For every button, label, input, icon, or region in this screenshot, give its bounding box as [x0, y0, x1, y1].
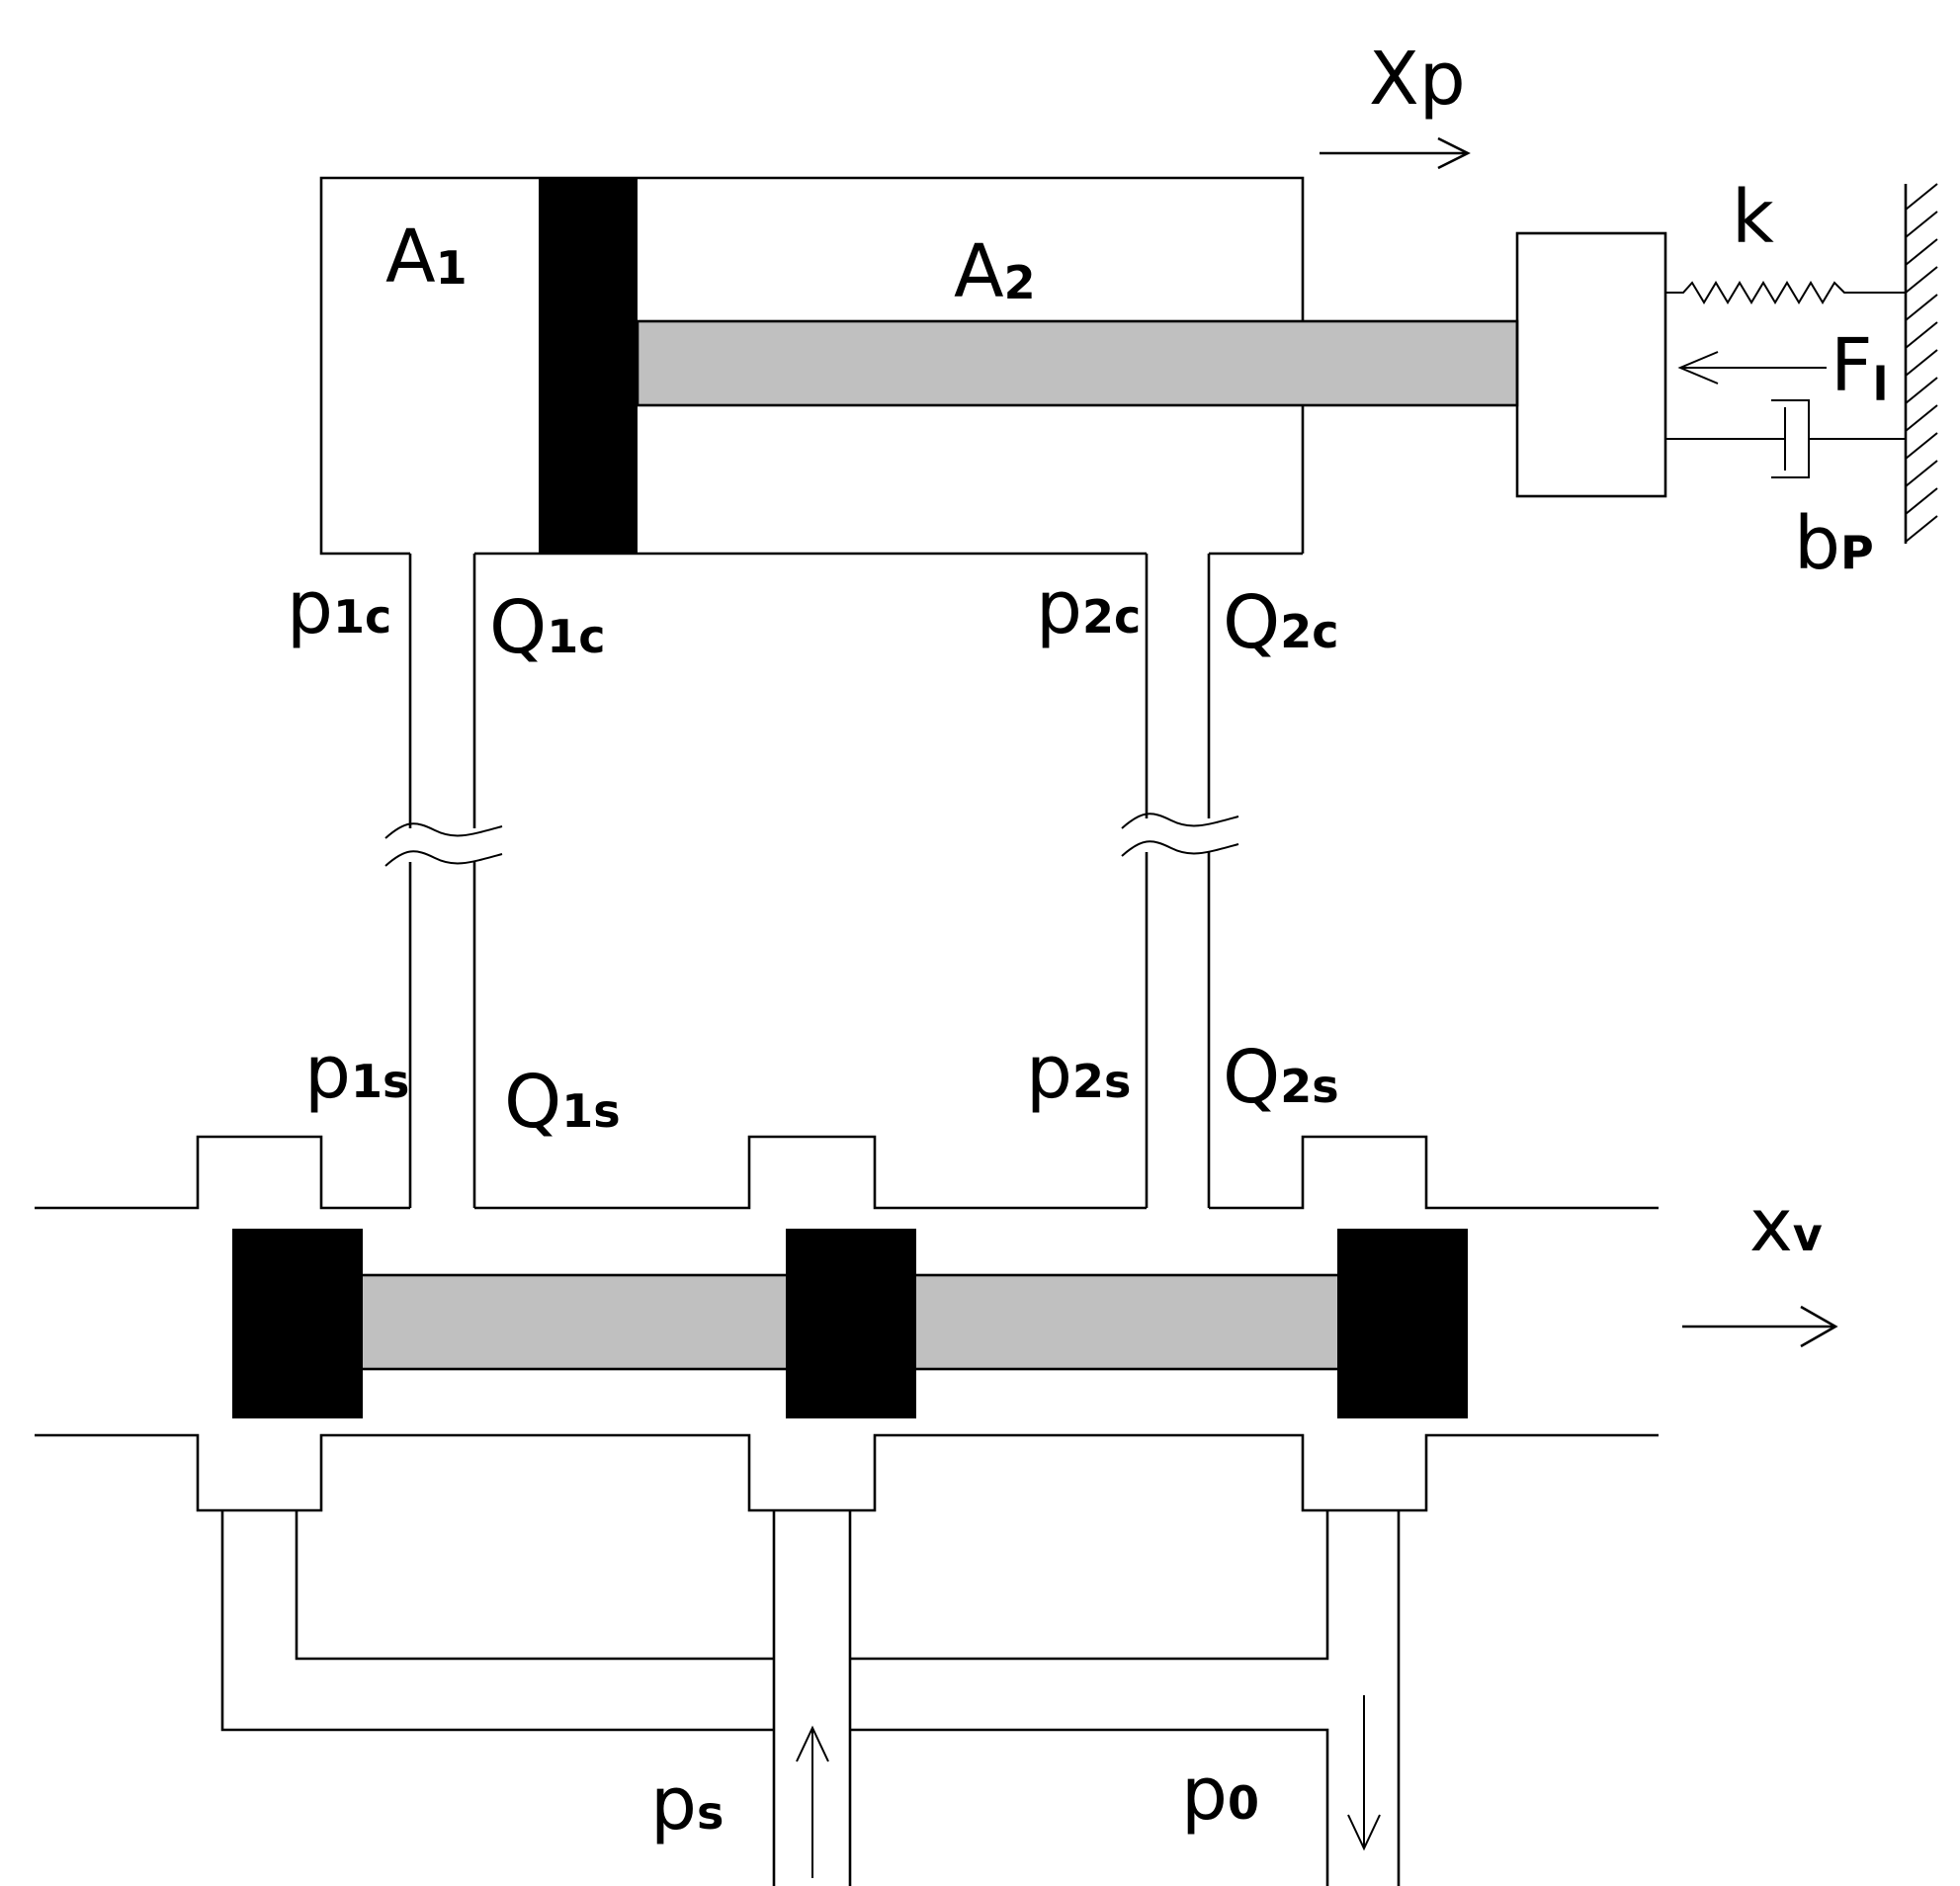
- supply-arrow-head: [796, 1725, 829, 1762]
- right-port-inner: [850, 1510, 1329, 1661]
- spool-land-left: [232, 1229, 363, 1418]
- label-q2s: Q2s: [1223, 1035, 1339, 1120]
- force-arrow-head: [1677, 351, 1719, 385]
- valve-body: [35, 1135, 1659, 1512]
- line-1-break-upper: [384, 822, 503, 839]
- label-a2: A2: [954, 229, 1036, 314]
- label-f1: Fl: [1831, 323, 1888, 411]
- label-p2s: p2s: [1026, 1030, 1131, 1115]
- label-xv: xv: [1749, 1183, 1823, 1268]
- xv-arrow: [1682, 1305, 1838, 1348]
- label-ps: ps: [650, 1761, 724, 1846]
- cylinder-piston: [539, 178, 638, 554]
- label-xp: Xp: [1369, 37, 1466, 122]
- piston-rod: [636, 319, 1519, 407]
- xp-arrow: [1320, 136, 1471, 170]
- label-a1: A1: [385, 214, 468, 300]
- labels: Xp A1 A2 k Fl bP p1c Q1c p2c Q2c p1s: [287, 37, 1888, 1846]
- label-p2c: p2c: [1036, 565, 1141, 650]
- wall-hatching: [1905, 183, 1938, 543]
- line-2-break-lower: [1121, 840, 1239, 857]
- line-1: [384, 554, 503, 1208]
- left-port-outer: [220, 1510, 774, 1732]
- valve-top-wall: [35, 1135, 410, 1210]
- label-p1s: p1s: [304, 1030, 409, 1115]
- valve-top-wall-right: [1209, 1135, 1659, 1210]
- load: [1515, 183, 1938, 544]
- label-q1s: Q1s: [504, 1060, 621, 1145]
- piping: [220, 1510, 1401, 1886]
- right-port-outer: [850, 1728, 1329, 1886]
- spool-land-right: [1337, 1229, 1468, 1418]
- label-q2c: Q2c: [1223, 580, 1339, 665]
- valve-bottom-wall: [35, 1433, 1659, 1512]
- line-2: [1121, 554, 1239, 1208]
- load-mass: [1515, 231, 1667, 498]
- label-bp: bP: [1794, 501, 1874, 586]
- return-arrow-head: [1347, 1814, 1381, 1851]
- label-q1c: Q1c: [489, 585, 606, 670]
- spool-land-middle: [786, 1229, 916, 1418]
- label-p0: p0: [1181, 1752, 1259, 1837]
- left-port-inner: [295, 1510, 774, 1661]
- line-2-break-upper: [1121, 813, 1239, 829]
- label-p1c: p1c: [287, 565, 391, 650]
- line-1-break-lower: [384, 850, 503, 867]
- cylinder-body: [319, 176, 1305, 556]
- label-k: k: [1732, 175, 1774, 260]
- cylinder: [319, 176, 1519, 556]
- valve-top-wall-middle: [474, 1135, 1147, 1210]
- spring: [1665, 281, 1906, 304]
